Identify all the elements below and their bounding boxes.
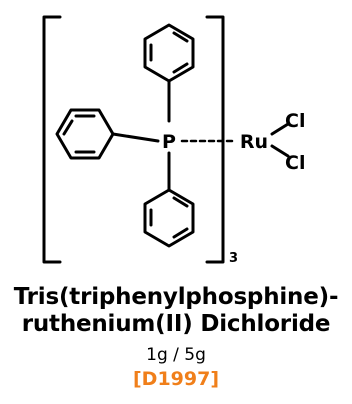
phosphorus-atom: P (162, 131, 176, 153)
bond-ru-cl-bottom (270, 144, 290, 158)
ligand-count-subscript: 3 (229, 251, 238, 266)
catalog-number: [D1997] (132, 368, 220, 390)
right-bracket (205, 15, 225, 264)
phenyl-ring-left (55, 108, 115, 160)
ruthenium-atom: Ru (240, 131, 268, 153)
phenyl-ring-bottom (143, 188, 195, 248)
bond-ru-cl-top (270, 122, 290, 136)
chlorine-atom-bottom: Cl (285, 152, 305, 174)
compound-name-line-2: ruthenium(II) Dichloride (21, 311, 331, 337)
phenyl-ring-top (143, 23, 195, 83)
package-sizes: 1g / 5g (146, 345, 206, 365)
chlorine-atom-top: Cl (285, 110, 305, 132)
chemical-structure-diagram: P Ru Cl Cl 3 (42, 15, 305, 266)
bond-p-left-ring (111, 132, 160, 143)
left-bracket (42, 15, 62, 264)
compound-name-line-1: Tris(triphenylphosphine)- (13, 284, 339, 310)
